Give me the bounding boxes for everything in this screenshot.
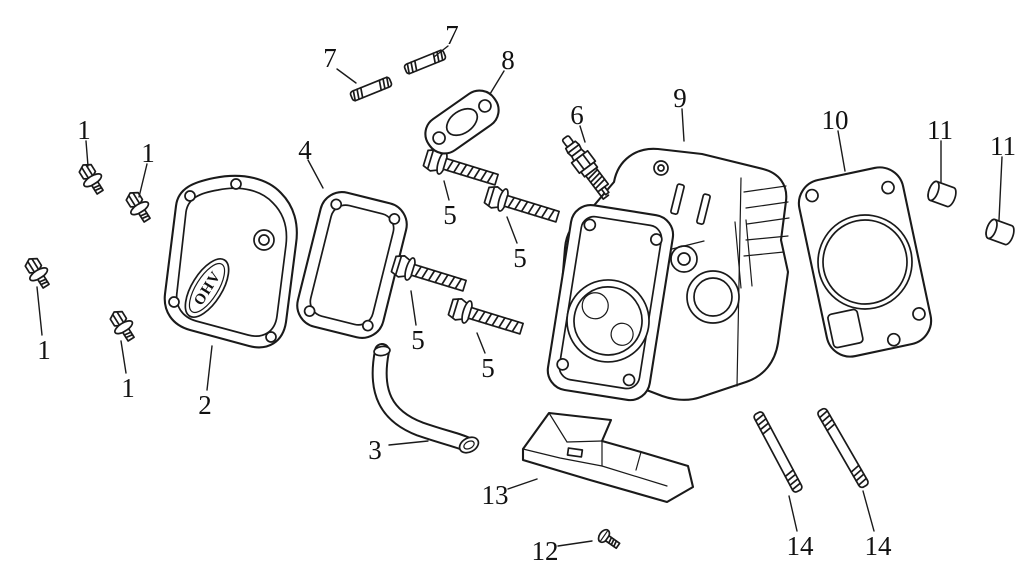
callout-label-1: 1 xyxy=(37,335,51,365)
leader-line xyxy=(388,440,429,446)
part-5-flange-bolt xyxy=(446,295,526,341)
part-12-screw xyxy=(597,528,621,550)
leader-line xyxy=(138,163,148,198)
callout-label-10: 10 xyxy=(822,105,849,135)
part-7-stud xyxy=(402,48,448,76)
callout-label-1: 1 xyxy=(77,115,91,145)
part-5-flange-bolt xyxy=(421,146,501,192)
leader-line xyxy=(476,332,486,354)
leader-line xyxy=(433,45,449,58)
part-4-valve-cover-gasket xyxy=(296,191,408,339)
callout-label-8: 8 xyxy=(501,45,515,75)
leader-line xyxy=(862,490,875,532)
part-10-head-gasket xyxy=(797,166,933,358)
leader-line xyxy=(788,495,798,532)
leader-line xyxy=(681,108,685,142)
part-6-spark-plug xyxy=(561,135,610,200)
callout-label-6: 6 xyxy=(570,100,584,130)
callout-label-14: 14 xyxy=(865,531,893,561)
callout-label-3: 3 xyxy=(368,435,382,465)
callout-label-7: 7 xyxy=(445,20,459,50)
callout-label-13: 13 xyxy=(482,480,509,510)
leader-line xyxy=(998,156,1003,221)
leader-line xyxy=(489,70,505,95)
callout-label-1: 1 xyxy=(141,138,155,168)
callout-label-5: 5 xyxy=(481,353,495,383)
part-11-dowel-pin xyxy=(925,179,959,209)
leader-line xyxy=(410,290,417,326)
callout-label-5: 5 xyxy=(443,200,457,230)
leader-line xyxy=(307,159,324,189)
leader-line xyxy=(206,345,213,391)
callout-label-11: 11 xyxy=(927,115,953,145)
part-3-breather-tube xyxy=(371,343,480,454)
callout-label-11: 11 xyxy=(990,131,1016,161)
part-1-flange-bolt xyxy=(120,186,157,227)
part-5-flange-bolt xyxy=(482,183,562,229)
part-13-shield-plate xyxy=(521,411,695,504)
part-1-flange-bolt xyxy=(19,252,56,293)
part-2-valve-cover: OHV xyxy=(163,174,298,349)
callout-label-12: 12 xyxy=(532,536,559,566)
leader-line xyxy=(85,140,89,167)
leader-line xyxy=(837,130,846,172)
leader-lines xyxy=(36,45,1003,547)
leader-line xyxy=(507,478,538,490)
callout-label-7: 7 xyxy=(323,43,337,73)
callout-label-1: 1 xyxy=(121,373,135,403)
part-5-flange-bolt xyxy=(389,252,469,298)
leader-line xyxy=(506,216,518,244)
part-11-dowel-pin xyxy=(983,217,1017,247)
callout-label-14: 14 xyxy=(787,531,815,561)
leader-line xyxy=(443,180,450,201)
callout-labels: 1 1 1 1 2 3 4 5 5 5 5 6 7 7 8 9 10 11 11… xyxy=(37,20,1016,566)
callout-label-9: 9 xyxy=(673,83,687,113)
part-1-flange-bolt xyxy=(73,158,110,199)
leader-line xyxy=(557,540,593,547)
callout-label-2: 2 xyxy=(198,390,212,420)
leader-line xyxy=(579,125,586,143)
leader-line xyxy=(120,340,127,374)
part-7-stud xyxy=(348,75,394,103)
leader-line xyxy=(336,68,357,84)
callout-label-4: 4 xyxy=(298,135,312,165)
part-14-stud-long xyxy=(815,406,871,490)
callout-label-5: 5 xyxy=(513,243,527,273)
part-14-stud-long xyxy=(752,409,804,495)
part-9-cylinder-head xyxy=(546,147,790,402)
callout-label-5: 5 xyxy=(411,325,425,355)
part-8-exhaust-gasket xyxy=(424,89,500,155)
part-1-flange-bolt xyxy=(104,305,141,346)
leader-line xyxy=(36,286,43,336)
